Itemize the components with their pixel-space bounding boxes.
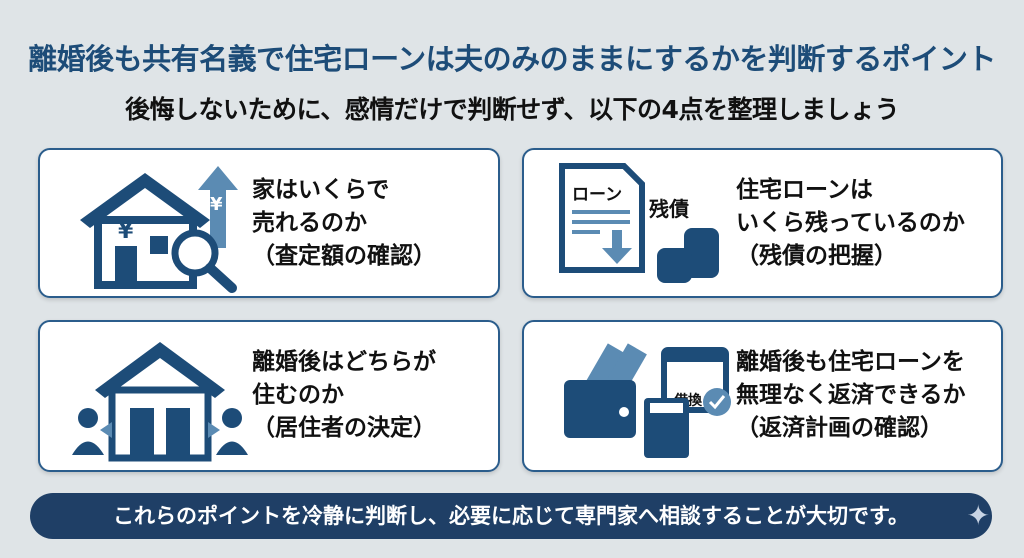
card-line: （居住者の決定） — [252, 415, 436, 441]
card-line: （残債の把握） — [736, 243, 897, 269]
card-line: （返済計画の確認） — [736, 415, 943, 441]
card-line: 離婚後はどちらが — [252, 349, 436, 375]
card-sale-price: ¥ ¥ 家はいくらで 売れるのか （査定額の確認） — [38, 148, 500, 298]
card-resident: 離婚後はどちらが 住むのか （居住者の決定） — [38, 320, 500, 472]
loan-document-coins-icon: ローン 残債 — [559, 163, 719, 283]
card-line: 売れるのか — [252, 210, 367, 236]
svg-text:残債: 残債 — [649, 197, 689, 221]
card-line: 離婚後も住宅ローンを — [736, 349, 965, 375]
page-subtitle: 後悔しないために、感情だけで判断せず、以下の4点を整理しましょう — [125, 95, 899, 124]
card-line: 住むのか — [252, 382, 344, 408]
card-line: 住宅ローンは — [736, 177, 873, 203]
card-remaining-loan: ローン 残債 住宅ローンは いくら残っているのか （残債の把握） — [522, 148, 1003, 298]
house-two-people-icon — [72, 342, 248, 462]
footer-banner: これらのポイントを冷静に判断し、必要に応じて専門家へ相談することが大切です。 ✦ — [30, 493, 992, 539]
wallet-calendar-calculator-icon: 借換 — [564, 343, 731, 458]
svg-text:¥: ¥ — [118, 219, 134, 244]
card-line: いくら残っているのか — [736, 210, 965, 236]
card-repayment-plan: 借換 離婚後も住宅ローンを 無理なく返済できるか （返済計画の確認） — [522, 320, 1003, 472]
svg-text:¥: ¥ — [210, 194, 223, 215]
sparkle-icon: ✦ — [966, 499, 990, 532]
svg-text:ローン: ローン — [572, 185, 622, 205]
card-line: 無理なく返済できるか — [736, 382, 966, 408]
page-title: 離婚後も共有名義で住宅ローンは夫のみのままにするかを判断するポイント — [28, 42, 996, 76]
card-line: 家はいくらで — [252, 177, 390, 203]
house-yen-magnifier-icon: ¥ ¥ — [80, 166, 238, 293]
footer-text: これらのポイントを冷静に判断し、必要に応じて専門家へ相談することが大切です。 — [113, 504, 909, 528]
card-line: （査定額の確認） — [252, 243, 436, 269]
